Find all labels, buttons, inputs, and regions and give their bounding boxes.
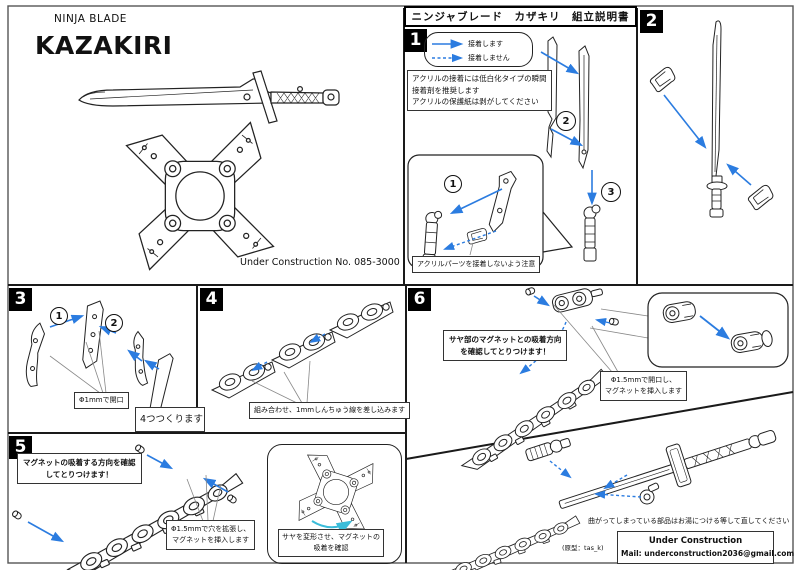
panel1-step2-circle: 2 [556, 111, 576, 131]
panel1-glue-arrows [540, 51, 597, 206]
panel1-handle-assembly [583, 204, 601, 262]
deform-arrow [311, 520, 353, 534]
panel5-direction-line1: マグネットの吸着する方向を確認 [23, 458, 136, 467]
panel4-number: 4 [200, 288, 223, 311]
credit-note: (原型：tas_k) [562, 544, 604, 552]
panel5-magnet-line1: Φ1.5mmで穴を拡張し、 [171, 525, 251, 533]
panel2-sword-drawing [648, 20, 777, 218]
panel1-number: 1 [404, 29, 427, 52]
panel6-magnet-line2: マグネットを挿入します [605, 386, 682, 395]
panel3-step1-circle: 1 [50, 307, 68, 325]
publisher-mail: Mail: underconstruction2036@gmail.com [621, 549, 795, 559]
sheath-check-line2: 吸着を確認 [313, 543, 349, 552]
panel6-direction-label: サヤ部のマグネットとの吸着方向 を確認してとりつけます！ [443, 330, 568, 362]
panel6-magnet-line1: Φ1.5mmで開口し、 [610, 376, 677, 384]
hot-water-note: 曲がってしまっている部品はお湯につける等して直してください [588, 517, 790, 525]
shuriken-large-drawing [127, 123, 274, 270]
panel4-parts [211, 300, 394, 404]
panel6-number: 6 [408, 288, 431, 311]
product-title: KAZAKIRI [35, 31, 173, 60]
panel2-number: 2 [640, 10, 663, 33]
panel3-number: 3 [9, 288, 32, 311]
panel6-magnet-label: Φ1.5mmで開口し、 マグネットを挿入します [600, 371, 687, 401]
publisher-brand: Under Construction [648, 536, 743, 546]
sheath-check-box [267, 444, 402, 564]
legend-box [424, 32, 533, 67]
katana-drawing [78, 70, 340, 124]
panel3-drill-label: Φ1mmで開口 [74, 392, 129, 409]
panel6-parts [453, 286, 789, 476]
adhesive-note-line3: アクリルの保護紙は剥がしてください [412, 97, 539, 107]
panel1-step1-circle: 1 [444, 175, 462, 193]
publisher-box: Under Construction Mail: underconstructi… [617, 531, 795, 564]
legend-noglue-label: 接着しません [468, 54, 510, 62]
panel1-blade-halves [546, 36, 590, 170]
panel4-assemble-label: 組み合わせ、1mmしんちゅう線を差し込みます [249, 402, 411, 419]
adhesive-note: アクリルの接着には低白化タイプの瞬間 接着剤を推奨します アクリルの保護紙は剥が… [407, 70, 552, 111]
panel5-direction-label: マグネットの吸着する方向を確認 してとりつけます！ [17, 453, 142, 485]
panel6-diagonal-divider [405, 391, 794, 460]
panel1-caution-label: アクリルパーツを接着しないよう注意 [412, 256, 541, 273]
final-assembly [441, 429, 777, 570]
panel6-direction-line2: を確認してとりつけます！ [460, 346, 551, 356]
panel3-quantity-label: 4つつくります [135, 407, 205, 432]
adhesive-note-line1: アクリルの接着には低白化タイプの瞬間 [412, 74, 547, 83]
panel5-direction-line2: してとりつけます！ [45, 469, 113, 479]
panel3-step2-circle: 2 [105, 314, 123, 332]
adhesive-note-line2: 接着剤を推奨します [412, 85, 480, 95]
product-number: Under Construction No. 085-3000 [240, 257, 400, 268]
panel5-magnet-line2: マグネットを挿入します [172, 535, 250, 544]
series-title: NINJA BLADE [54, 13, 127, 25]
panel5-parts [11, 443, 252, 570]
sheath-check-label: サヤを変形させ、マグネットの 吸着を確認 [278, 529, 384, 557]
sheath-check-line1: サヤを変形させ、マグネットの [282, 533, 380, 541]
legend-glue-label: 接着します [468, 40, 503, 48]
header-bar: ニンジャブレード カザキリ 組立説明書 [404, 6, 637, 27]
panel6-direction-line1: サヤ部のマグネットとの吸着方向 [449, 335, 562, 344]
panel1-step3-circle: 3 [601, 182, 621, 202]
panel5-magnet-label: Φ1.5mmで穴を拡張し、 マグネットを挿入します [166, 520, 256, 550]
